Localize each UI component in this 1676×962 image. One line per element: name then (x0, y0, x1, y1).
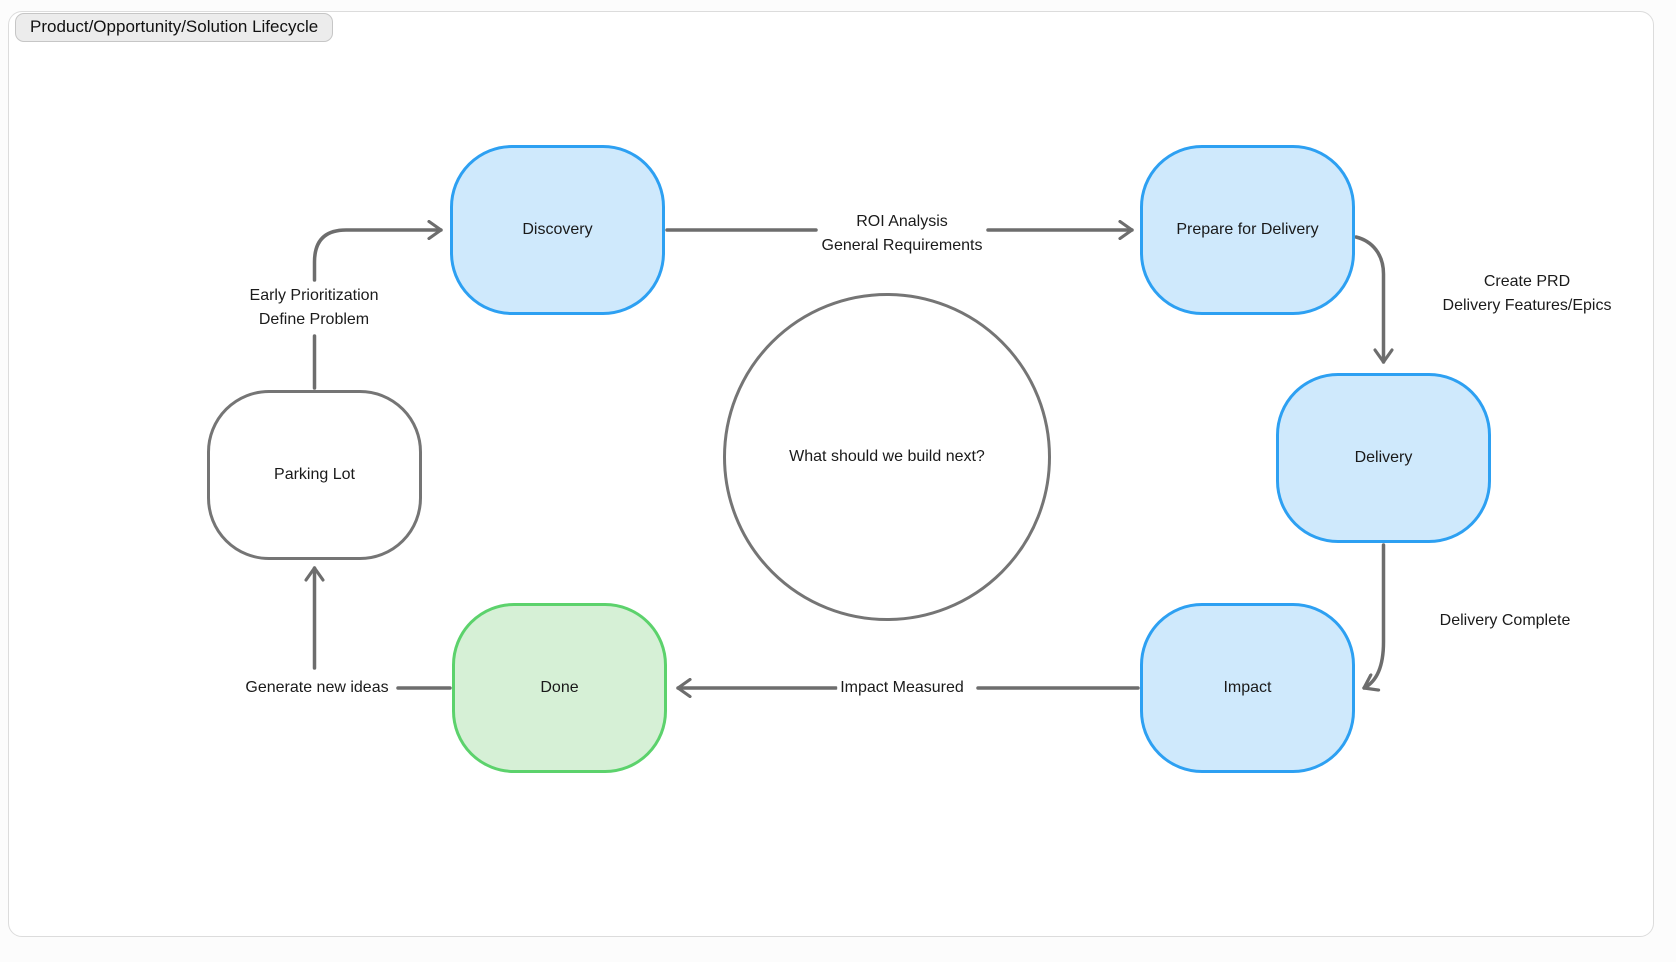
edge-label-line: Delivery Features/Epics (1442, 297, 1612, 314)
diagram-title-badge: Product/Opportunity/Solution Lifecycle (15, 13, 334, 42)
node-done-label: Done (540, 679, 579, 696)
edge-label-line: Define Problem (258, 311, 370, 328)
edge-prepare-delivery (1354, 235, 1384, 364)
edge-label-roi-analysis: ROI Analysis General Requirements (818, 210, 986, 258)
edge-label-line: General Requirements (821, 237, 983, 254)
node-delivery: Delivery (1276, 373, 1491, 543)
node-prepare-for-delivery: Prepare for Delivery (1140, 145, 1355, 315)
node-impact: Impact (1140, 603, 1355, 773)
edge-label-line: Generate new ideas (245, 679, 389, 696)
node-done: Done (452, 603, 667, 773)
edge-label-delivery-complete: Delivery Complete (1437, 609, 1574, 633)
node-central-question-label: What should we build next? (789, 448, 985, 465)
edge-delivery-impact (1362, 543, 1386, 688)
edge-label-line: Early Prioritization (249, 287, 379, 304)
edge-label-create-prd: Create PRD Delivery Features/Epics (1440, 270, 1615, 318)
node-delivery-label: Delivery (1354, 449, 1413, 466)
edge-label-early-prioritization: Early Prioritization Define Problem (246, 284, 382, 332)
edge-label-line: ROI Analysis (856, 213, 948, 230)
node-parking-lot: Parking Lot (207, 390, 422, 560)
diagram-title: Product/Opportunity/Solution Lifecycle (30, 17, 319, 36)
node-discovery: Discovery (450, 145, 665, 315)
edge-label-line: Delivery Complete (1439, 612, 1571, 629)
edge-label-line: Create PRD (1483, 273, 1571, 290)
node-impact-label: Impact (1223, 679, 1272, 696)
edge-label-line: Impact Measured (840, 679, 964, 696)
edge-label-generate-new-ideas: Generate new ideas (242, 676, 392, 700)
edge-label-impact-measured: Impact Measured (837, 676, 967, 700)
node-discovery-label: Discovery (522, 221, 593, 238)
node-prepare-for-delivery-label: Prepare for Delivery (1176, 221, 1319, 238)
node-parking-lot-label: Parking Lot (274, 466, 355, 483)
node-central-question: What should we build next? (723, 293, 1051, 621)
edge-parkinglot-discovery-segment-b (312, 230, 443, 282)
